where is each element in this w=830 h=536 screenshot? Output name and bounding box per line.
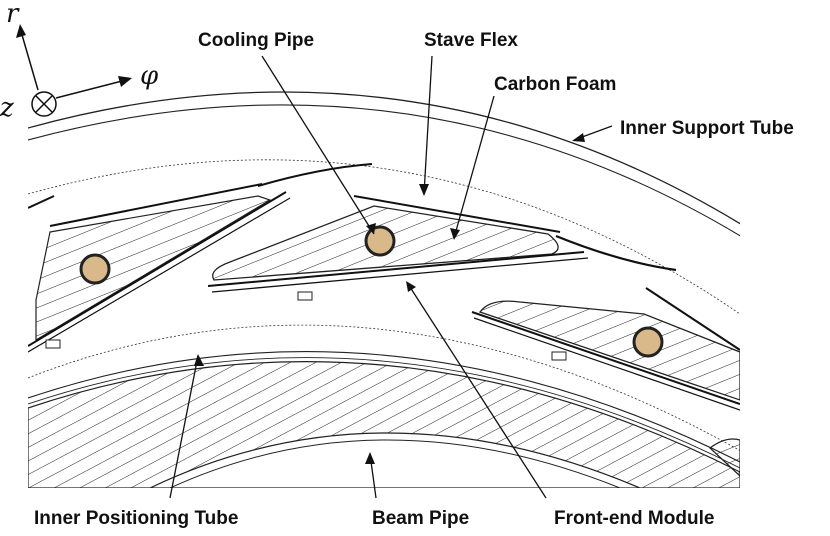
inner-support-tube-label: Inner Support Tube xyxy=(620,118,794,139)
inner-positioning-tube-label: Inner Positioning Tube xyxy=(34,508,238,529)
right-stave-chip xyxy=(551,351,567,361)
right-stave-module-2 xyxy=(473,317,740,411)
inner-support-tube-outer-arc xyxy=(28,91,740,225)
inner-positioning-tube-thin-layer xyxy=(28,351,740,463)
center-stave-module xyxy=(207,251,585,287)
right-stave xyxy=(471,287,740,411)
phi-axis-arrow xyxy=(55,79,127,99)
inner-positioning-tube-thin-layer-2 xyxy=(28,357,740,469)
coordinate-system: r φ z xyxy=(0,0,159,123)
cooling-pipe-leader xyxy=(261,55,375,235)
center-stave-module-2 xyxy=(211,257,589,293)
left-stave-partial xyxy=(28,195,55,209)
left-stave-flex-lower-2 xyxy=(28,197,291,353)
carbon-foam-leader xyxy=(453,95,495,239)
beam-pipe xyxy=(149,432,641,488)
stave-flex-label: Stave Flex xyxy=(424,30,518,51)
left-stave xyxy=(28,163,373,353)
center-stave xyxy=(207,195,677,301)
center-stave-flex-top xyxy=(353,195,561,233)
left-stave-flex-top xyxy=(49,183,263,227)
left-stave-flex-lower xyxy=(28,191,287,347)
lower-right-partial-stave xyxy=(709,438,740,477)
r-arrowhead xyxy=(16,24,26,38)
phi-arrowhead xyxy=(118,76,132,87)
left-stave-chip xyxy=(45,339,61,349)
z-axis-label: z xyxy=(0,93,14,123)
r-axis-arrow xyxy=(19,27,39,91)
carbon-foam-label: Carbon Foam xyxy=(494,74,616,95)
front-end-module-leader xyxy=(407,283,547,499)
leader-lines xyxy=(169,55,613,499)
inner-positioning-tube xyxy=(28,360,740,488)
right-stave-module xyxy=(471,311,740,405)
right-stave-cooling-pipe xyxy=(632,326,664,358)
right-stave-flex-top xyxy=(645,287,740,351)
inner-positioning-tube-leader xyxy=(169,355,199,499)
phi-axis-label: φ xyxy=(140,61,159,91)
left-stave-cooling-pipe xyxy=(79,253,111,285)
inner-dotted-envelope xyxy=(28,324,740,452)
stave-flex-leader xyxy=(423,55,433,195)
center-stave-flex-tail xyxy=(555,234,677,272)
right-stave-carbon-foam xyxy=(478,300,740,401)
center-stave-cooling-pipe xyxy=(364,225,396,257)
cooling-pipe-label: Cooling Pipe xyxy=(198,30,314,51)
beam-pipe-inner-ring xyxy=(169,439,621,488)
left-stave-flex-tail xyxy=(257,163,373,187)
center-stave-chip xyxy=(297,291,313,301)
r-axis-label: r xyxy=(6,0,20,29)
leader-arrowheads xyxy=(194,133,585,464)
front-end-module-label: Front-end Module xyxy=(554,508,714,529)
left-stave-carbon-foam xyxy=(35,195,272,342)
inner-support-tube-inner-arc xyxy=(28,104,740,237)
beam-pipe-label: Beam Pipe xyxy=(372,508,469,529)
